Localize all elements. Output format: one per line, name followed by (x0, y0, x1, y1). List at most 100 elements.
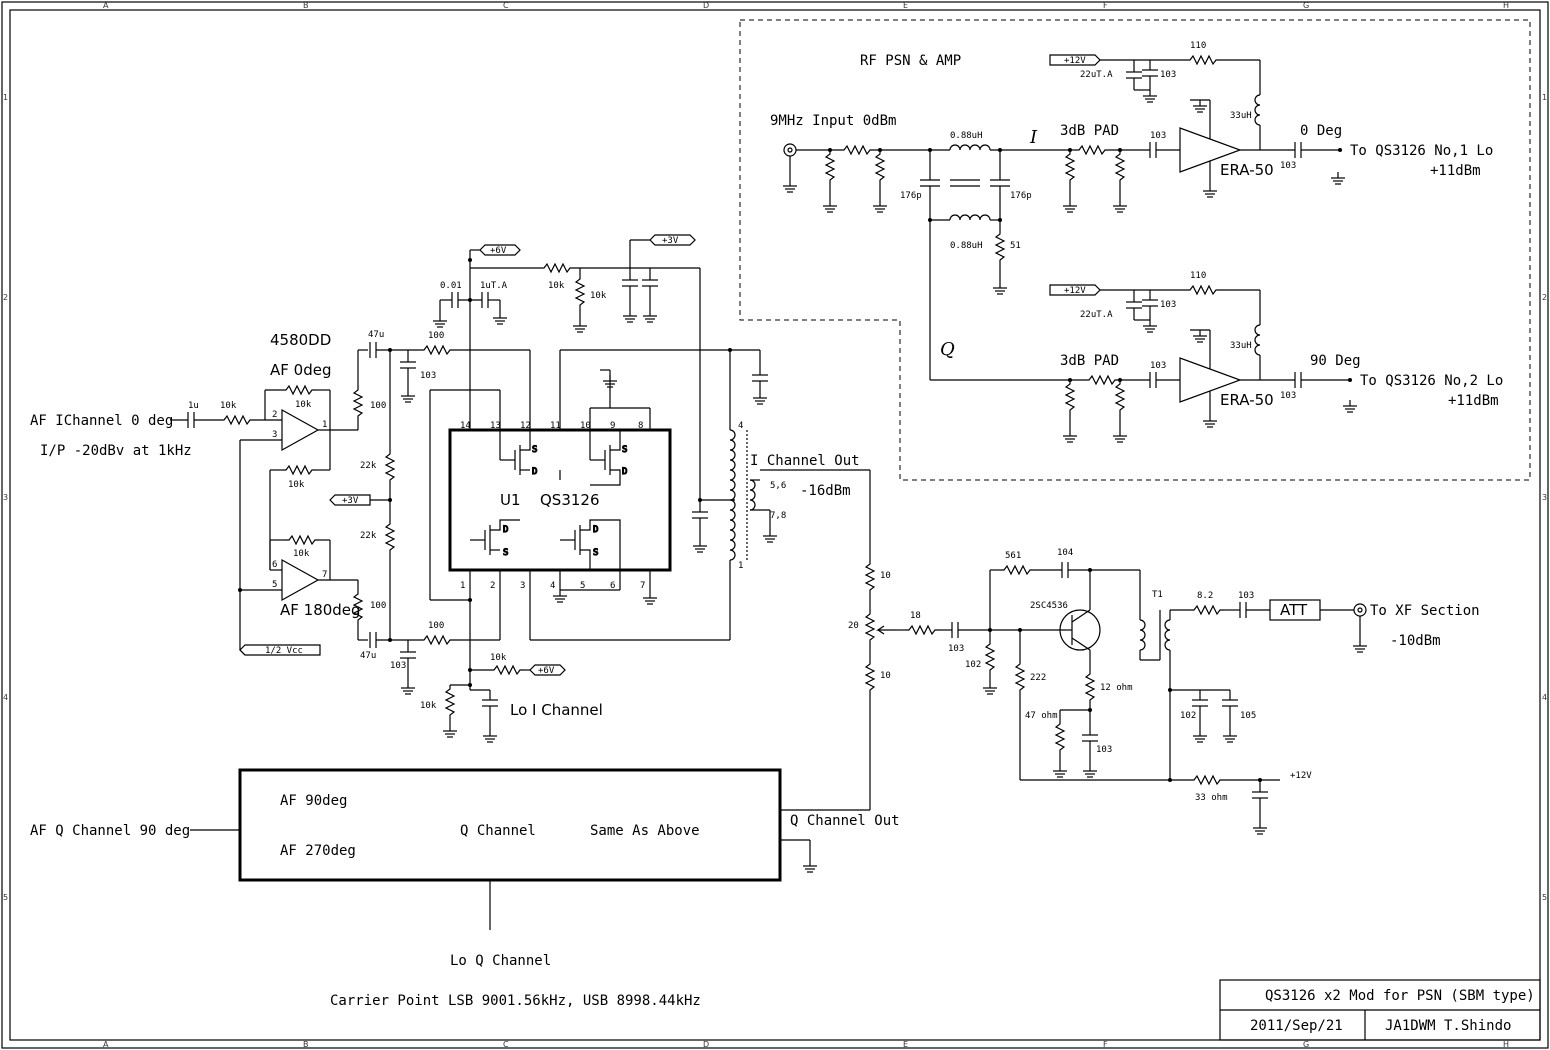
pin-5: 5 (580, 581, 585, 591)
mixer-section: U1 QS3126 14 13 12 11 10 9 8 1 2 3 4 5 6… (420, 234, 870, 743)
amp-q-coupling-out: 103 (1280, 391, 1296, 401)
q-symbol: Q (940, 339, 955, 360)
plus3v-af-label: +3V (342, 496, 359, 506)
pad-q-label: 3dB PAD (1060, 353, 1119, 369)
r10k-b-label: 10k (590, 291, 607, 301)
pin-14: 14 (460, 421, 471, 431)
grid-col-h: H (1503, 1, 1509, 10)
opamp1-pin2: 2 (272, 410, 277, 420)
pin-3: 3 (520, 581, 525, 591)
grid-col-e-bottom: E (903, 1040, 908, 1049)
af270-label: AF 270deg (280, 843, 356, 859)
pin-13: 13 (490, 421, 501, 431)
fet-switches: SD SD DS DS (470, 430, 628, 570)
r-fb2-label: 10k (288, 480, 305, 490)
inductor-top (949, 144, 991, 151)
r-fb3-label: 10k (293, 549, 310, 559)
pot-label: 20 (848, 621, 859, 631)
svg-text:D: D (622, 467, 627, 477)
amp-i-dest: To QS3126 No,1 Lo (1350, 143, 1493, 159)
svg-text:S: S (622, 445, 627, 455)
r10-bot-label: 10 (880, 671, 891, 681)
i-symbol: I (1029, 127, 1038, 148)
plus6v-top-label: +6V (490, 246, 507, 256)
inductor-bottom-label: 0.88uH (950, 241, 983, 251)
title-block: QS3126 x2 Mod for PSN (SBM type) 2011/Se… (1219, 979, 1541, 1041)
rf-input-label: 9MHz Input 0dBm (770, 113, 896, 129)
lo-supply-label: +6V (538, 666, 555, 676)
i-channel-out-label: I Channel Out (750, 453, 860, 469)
q-channel-out-label: Q Channel Out (790, 813, 900, 829)
r102-label: 102 (965, 660, 981, 670)
r561-label: 561 (1005, 551, 1021, 561)
inductor-bottom (949, 214, 991, 221)
r100-a-label: 100 (370, 401, 386, 411)
same-as-above: Same As Above (590, 823, 700, 839)
r10k-lo-label: 10k (490, 653, 507, 663)
c47u-bot-label: 47u (360, 651, 376, 661)
plus3v-mixer-label: +3V (662, 236, 679, 246)
c103-out-label: 103 (1238, 591, 1254, 601)
amp-q-choke: 33uH (1230, 341, 1252, 351)
r100-d-label: 100 (428, 621, 444, 631)
xf-output-connector (1353, 603, 1367, 617)
r100-c-label: 100 (428, 331, 444, 341)
grid-col-f: F (1103, 1, 1108, 10)
chip-ref: U1 (500, 491, 521, 509)
amp-i-coupling-in: 103 (1150, 131, 1166, 141)
grid-row-4-right: 4 (1542, 693, 1547, 702)
r18-label: 18 (910, 611, 921, 621)
svg-text:D: D (503, 525, 508, 535)
drawing-date: 2011/Sep/21 (1250, 1018, 1343, 1034)
combiner-section: 10 20 10 18 103 102 222 561 104 (848, 470, 1480, 835)
cap-right-label: 176p (1010, 191, 1032, 201)
xfmr-pin4: 4 (738, 421, 743, 431)
grid-row-3-right: 3 (1542, 493, 1547, 502)
svg-text:S: S (593, 548, 598, 558)
xf-dest-level: -10dBm (1390, 633, 1441, 649)
r-in-label: 10k (220, 401, 237, 411)
xfmr-pin1: 1 (738, 561, 743, 571)
term-res-label: 51 (1010, 241, 1021, 251)
r10k-a-label: 10k (548, 281, 565, 291)
grid-col-e: E (903, 1, 908, 10)
svg-text:S: S (532, 445, 537, 455)
opamp2-pin7: 7 (322, 570, 327, 580)
r100-b-label: 100 (370, 601, 386, 611)
af-input-level: I/P -20dBv at 1kHz (40, 443, 192, 459)
amp-i-cap: 103 (1160, 70, 1176, 80)
grid-col-c: C (503, 1, 509, 10)
af-input-label: AF IChannel 0 deg (30, 413, 173, 429)
svg-text:D: D (593, 525, 598, 535)
amp-i-choke: 33uH (1230, 111, 1252, 121)
opamp-2 (281, 558, 320, 602)
pin-1: 1 (460, 581, 465, 591)
chip-name: QS3126 (540, 491, 600, 509)
opamp1-pin1: 1 (322, 420, 327, 430)
grid-row-2: 2 (3, 293, 8, 302)
lo-i-label: Lo I Channel (510, 701, 603, 719)
r22k-top-label: 22k (360, 461, 377, 471)
grid-col-f-bottom: F (1103, 1040, 1108, 1049)
af0-label: AF 0deg (270, 361, 331, 379)
grid-col-c-bottom: C (503, 1040, 509, 1049)
grid-col-g-bottom: G (1303, 1040, 1309, 1049)
cap-left-label: 176p (900, 191, 922, 201)
opamp2-pin6: 6 (272, 560, 277, 570)
grid-markers: A B C D E F G H A B C D E F G H 1 2 3 4 … (3, 1, 1547, 1049)
inductor-top-label: 0.88uH (950, 131, 983, 141)
plus3v-tag-mixer (649, 234, 696, 246)
c1u-label: 1uT.A (480, 281, 508, 291)
grid-row-4: 4 (3, 693, 8, 702)
grid-col-d-bottom: D (703, 1040, 709, 1049)
pin-6: 6 (610, 581, 615, 591)
grid-col-a-bottom: A (103, 1040, 109, 1049)
transistor-2sc4536 (1059, 609, 1101, 651)
rf-input-connector (783, 143, 797, 157)
amp-q-supply-tag (1049, 284, 1101, 296)
c47u-top-label: 47u (368, 330, 384, 340)
c103-a-label: 103 (420, 371, 436, 381)
c103-e-label: 103 (1096, 745, 1112, 755)
